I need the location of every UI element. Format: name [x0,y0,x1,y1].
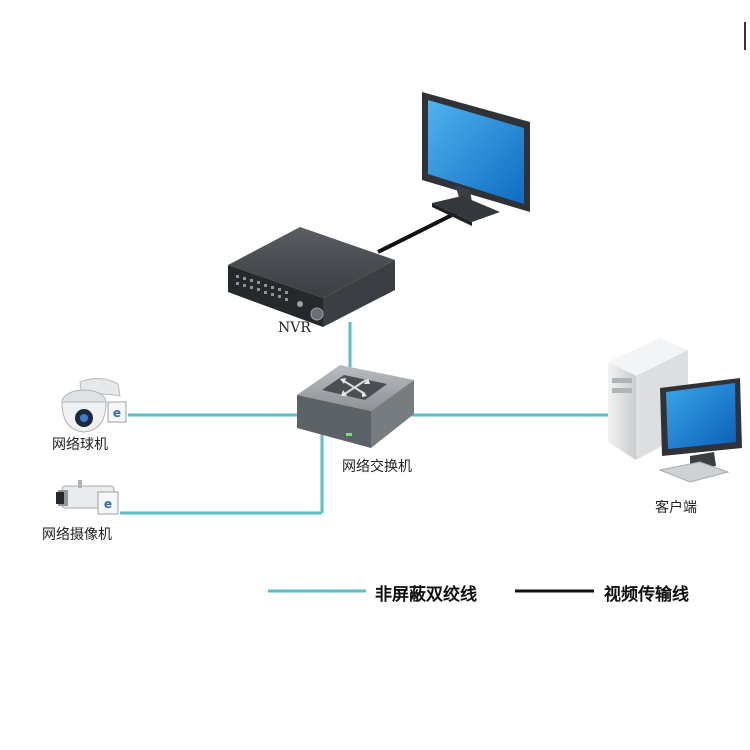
client-pc-icon [608,338,742,483]
box-camera-label: 网络摄像机 [42,527,112,543]
edge-mark [744,22,746,50]
box-camera-icon: e [56,480,119,515]
svg-text:e: e [113,406,121,420]
nvr-icon [228,227,395,327]
utp-cables [120,322,608,515]
dome-camera-label: 网络球机 [52,437,108,453]
cable-nvr-monitor [377,208,463,254]
legend-video-label: 视频传输线 [604,585,689,605]
legend-utp-label: 非屏蔽双绞线 [375,585,477,605]
nvr-label: NVR [278,320,311,336]
switch-label: 网络交换机 [342,459,412,475]
monitor-icon [422,92,530,226]
client-label: 客户端 [655,500,697,516]
dome-camera-icon: e [61,378,127,433]
svg-text:e: e [104,497,112,511]
switch-icon [297,365,414,448]
